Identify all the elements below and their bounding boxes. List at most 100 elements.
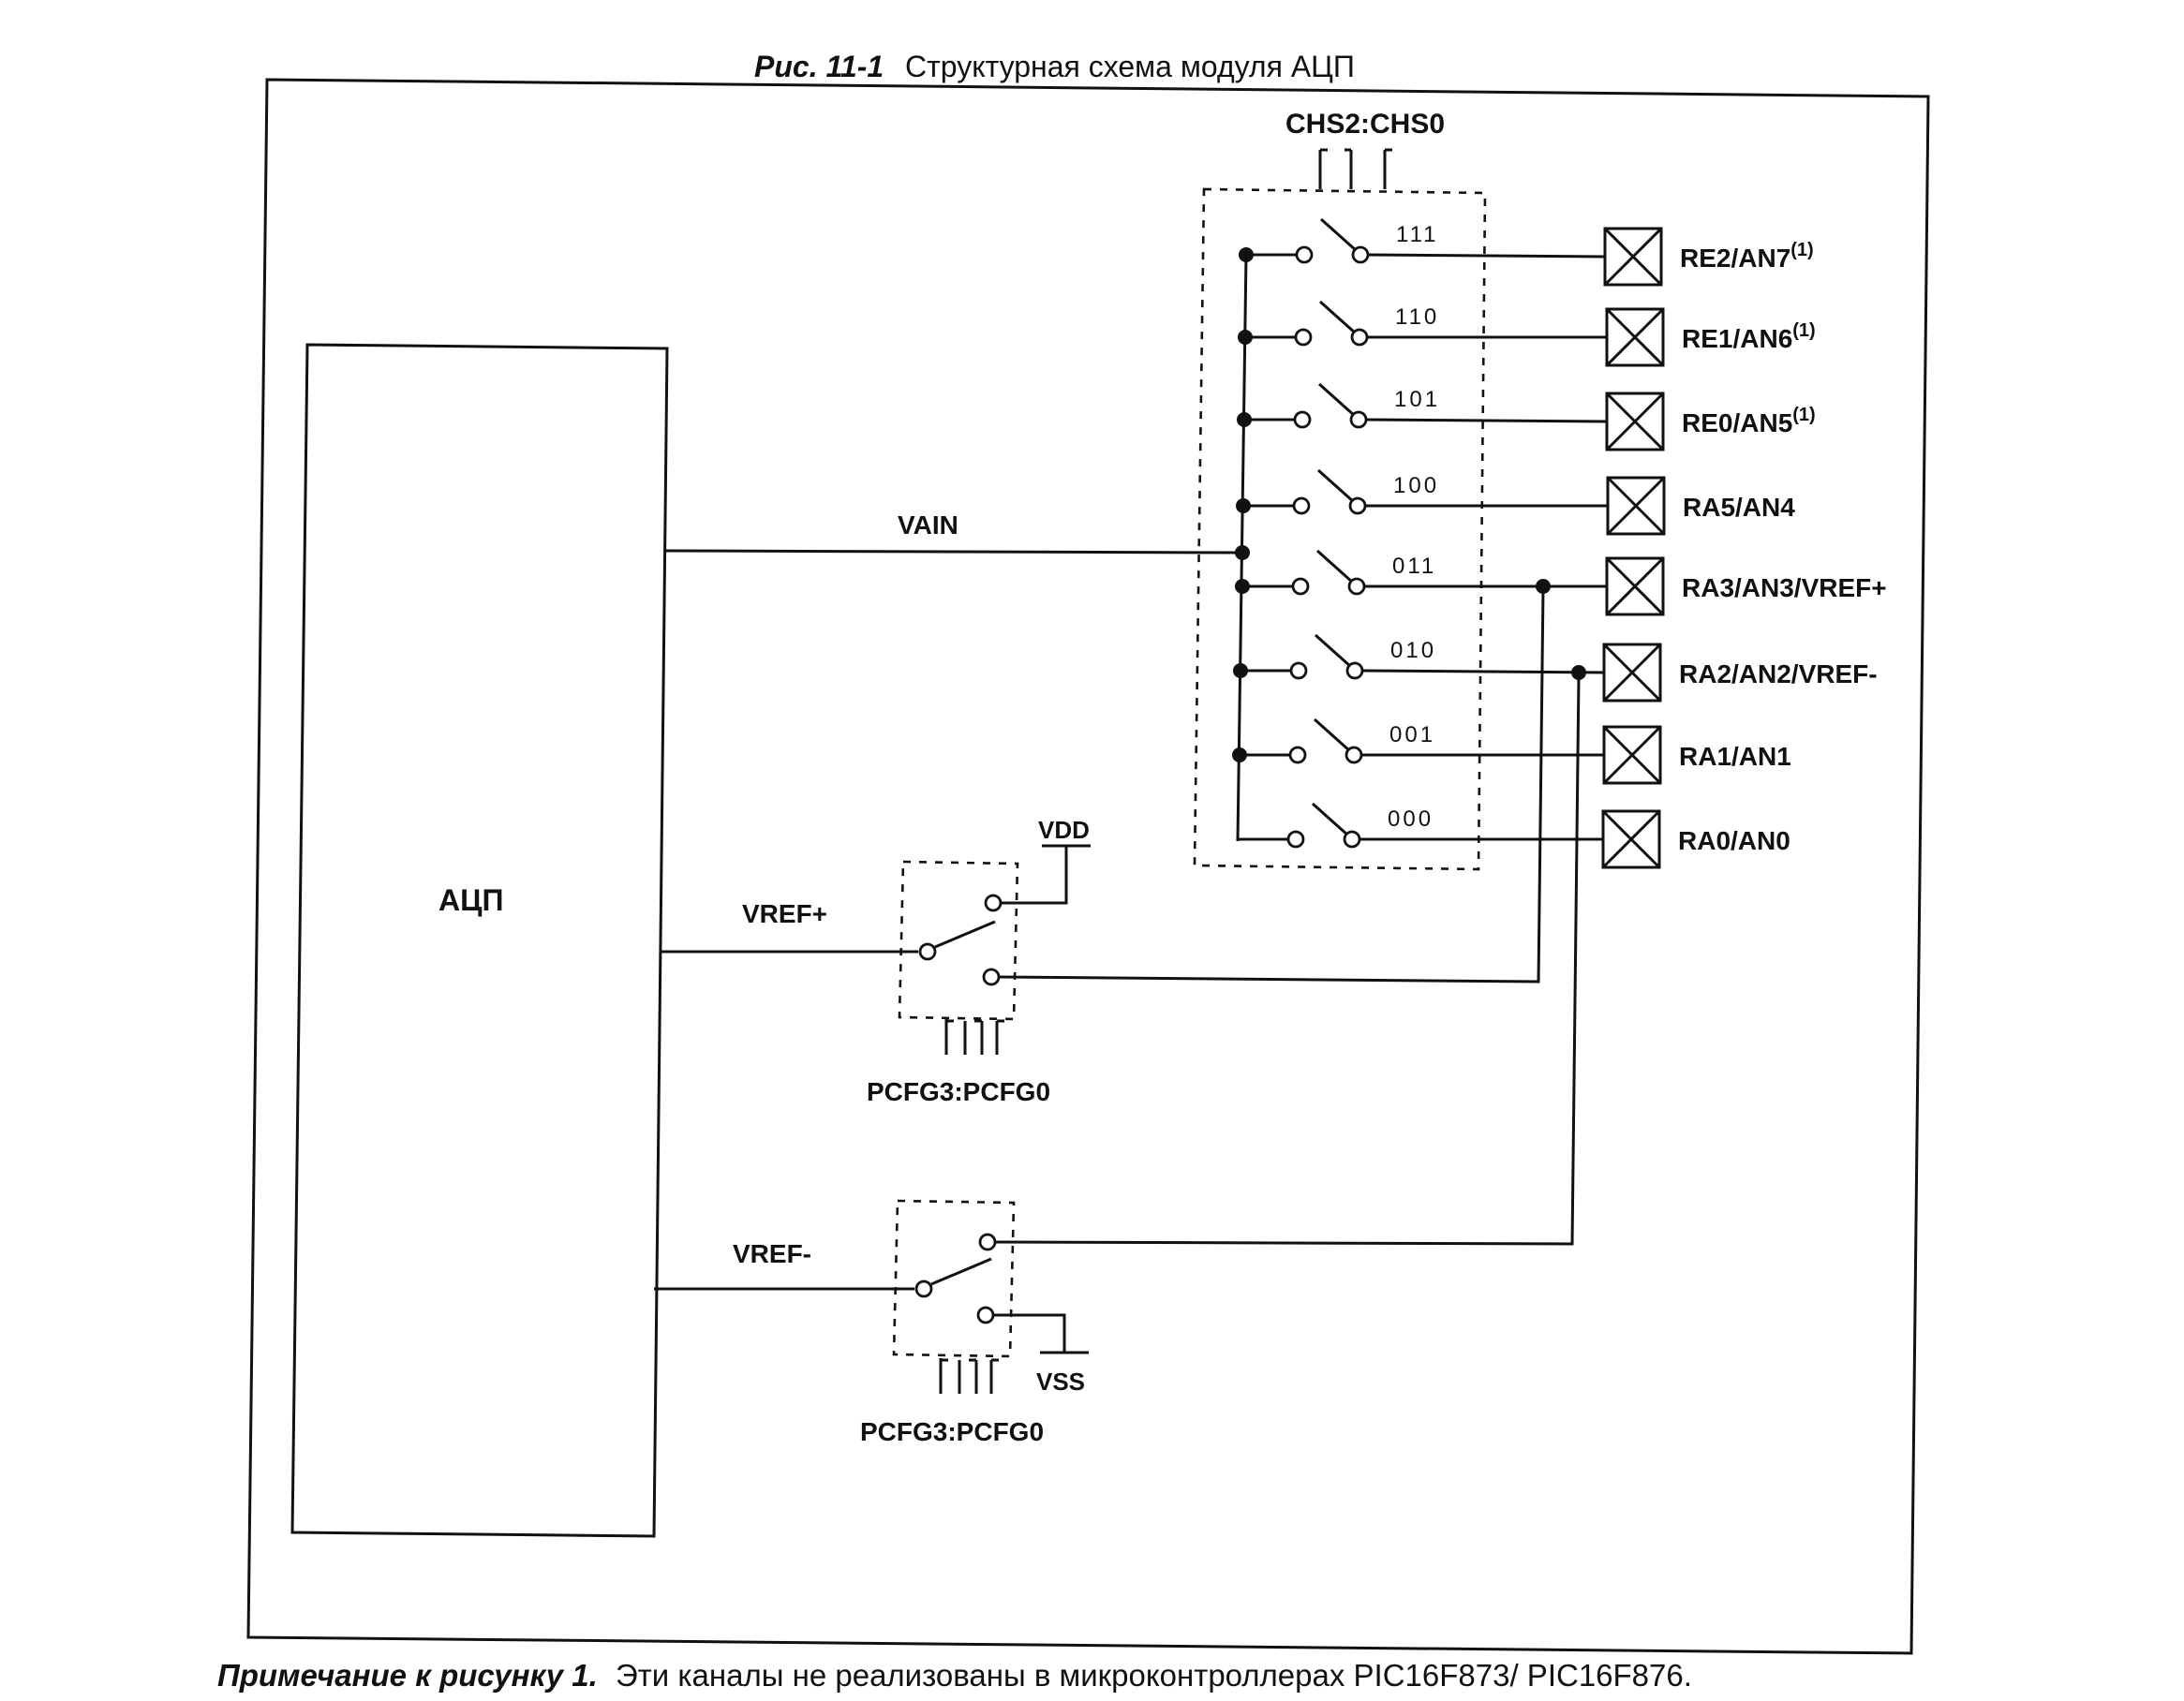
vref-minus-switch-box <box>892 1199 1016 1358</box>
switch-arm <box>1311 802 1350 837</box>
bus-junction <box>1238 330 1253 345</box>
pin-cross <box>1601 809 1661 869</box>
vref-minus-control-lines <box>939 1358 999 1394</box>
caption-text: Структурная схема модуля АЦП <box>905 50 1355 83</box>
pin-cross <box>1603 227 1663 287</box>
vref-plus-control-lines <box>944 1019 1004 1055</box>
switch-contact <box>1343 830 1361 849</box>
channel-code: 001 <box>1389 722 1435 747</box>
switch-arm <box>1316 468 1356 504</box>
pin-name: RA1/AN1 <box>1679 742 1791 771</box>
pin-label: RE1/AN6(1) <box>1682 320 1816 353</box>
pin-name: RE1/AN6 <box>1682 324 1792 353</box>
channel-code: 110 <box>1395 304 1439 330</box>
switch-contact <box>1351 245 1370 264</box>
an3-junction <box>1536 579 1551 594</box>
switch-contact <box>1347 577 1366 596</box>
pin-name: RA0/AN0 <box>1678 826 1790 855</box>
svg-text:Рис. 11-1 Структурная схем: Рис. 11-1 Структурная схема модуля АЦП <box>754 50 1355 83</box>
vref-minus-term-vss <box>976 1306 995 1324</box>
channel-code: 100 <box>1393 473 1439 498</box>
pin-cross <box>1605 392 1665 451</box>
vdd-wire <box>1001 846 1068 905</box>
vref-plus-switch-arm <box>934 920 996 949</box>
channel-output-wire <box>1361 669 1605 674</box>
switch-contact <box>1345 661 1364 680</box>
switch-contact <box>1349 410 1368 429</box>
channel-output-wire <box>1367 253 1606 259</box>
pin-label: RA2/AN2/VREF- <box>1679 659 1878 688</box>
pin-footnote: (1) <box>1792 405 1815 425</box>
bus-junction <box>1235 579 1250 594</box>
switch-pivot <box>1293 410 1312 429</box>
adc-block-label: АЦП <box>438 883 503 917</box>
switch-arm <box>1313 717 1352 753</box>
vss-wire <box>993 1313 1066 1353</box>
svg-text:Примечание к рисунку 1. Эт: Примечание к рисунку 1. Эти каналы не ре… <box>217 1658 1692 1693</box>
chs-control-lines <box>1318 148 1392 189</box>
pin-footnote: (1) <box>1792 320 1815 341</box>
channel-code: 101 <box>1394 387 1440 412</box>
channel-code: 111 <box>1396 222 1438 247</box>
vref-plus-control-label: PCFG3:PCFG0 <box>867 1077 1050 1106</box>
switch-arm <box>1318 300 1358 335</box>
switch-pivot <box>1291 577 1310 596</box>
pin-cross <box>1602 725 1662 785</box>
an2-junction <box>1571 665 1586 680</box>
vref-plus-label: VREF+ <box>742 899 827 928</box>
switch-arm <box>1315 549 1355 584</box>
pin-name: RE2/AN7 <box>1680 244 1790 273</box>
pin-cross <box>1606 476 1666 536</box>
pin-cross <box>1602 643 1662 703</box>
pin-footnote: (1) <box>1790 240 1813 260</box>
pin-cross <box>1605 307 1665 367</box>
vref-minus-control-label: PCFG3:PCFG0 <box>860 1417 1044 1446</box>
bus-junction <box>1233 663 1248 678</box>
caption-number: Рис. 11-1 <box>754 50 884 83</box>
pin-name: RA5/AN4 <box>1683 493 1795 522</box>
adc-block <box>290 343 669 1538</box>
switch-pivot <box>1289 661 1308 680</box>
pin-label: RA5/AN4 <box>1683 493 1795 522</box>
vref-plus-switch-box <box>898 860 1019 1021</box>
vref-plus-pivot <box>918 942 937 961</box>
outer-frame <box>246 78 1930 1655</box>
pin-label: RA3/AN3/VREF+ <box>1682 573 1887 602</box>
channel-code: 011 <box>1392 554 1436 579</box>
pin-name: RE0/AN5 <box>1682 408 1792 437</box>
switch-arm <box>1314 633 1353 669</box>
note-label: Примечание к рисунку 1. <box>217 1658 598 1693</box>
vref-minus-term-pin <box>978 1233 997 1251</box>
pin-label: RE0/AN5(1) <box>1682 405 1816 437</box>
vain-junction <box>1235 545 1250 560</box>
switch-pivot <box>1292 496 1311 515</box>
switch-pivot <box>1288 746 1307 764</box>
channel-rows: 111RE2/AN7(1)110RE1/AN6(1)101RE0/AN5(1)1… <box>1232 217 1887 869</box>
vref-plus-term-pin <box>982 968 1001 986</box>
switch-contact <box>1345 746 1363 764</box>
vss-label: VSS <box>1036 1368 1085 1396</box>
bus-junction <box>1239 247 1254 262</box>
pin-cross <box>1605 556 1665 616</box>
switch-pivot <box>1286 830 1305 849</box>
channel-output-wire <box>1365 418 1608 423</box>
vref-minus-to-an2-wire <box>994 675 1581 1246</box>
switch-contact <box>1348 496 1367 515</box>
switch-arm <box>1319 217 1359 253</box>
pin-label: RE2/AN7(1) <box>1680 240 1814 273</box>
vain-line <box>664 549 1243 555</box>
chs-control-label: CHS2:CHS0 <box>1285 109 1445 140</box>
vref-minus-pivot <box>914 1279 933 1298</box>
channel-mux-box <box>1193 187 1487 871</box>
vdd-label: VDD <box>1038 816 1090 844</box>
vref-plus-to-an3-wire <box>998 587 1545 984</box>
bus-junction <box>1236 498 1251 513</box>
vref-plus-term-vdd <box>984 894 1003 912</box>
vain-label: VAIN <box>898 510 958 540</box>
switch-arm <box>1317 382 1357 418</box>
channel-code: 010 <box>1390 638 1436 663</box>
vref-minus-label: VREF- <box>733 1239 811 1268</box>
pin-label: RA0/AN0 <box>1678 826 1790 855</box>
channel-code: 000 <box>1388 806 1434 832</box>
pin-label: RA1/AN1 <box>1679 742 1791 771</box>
